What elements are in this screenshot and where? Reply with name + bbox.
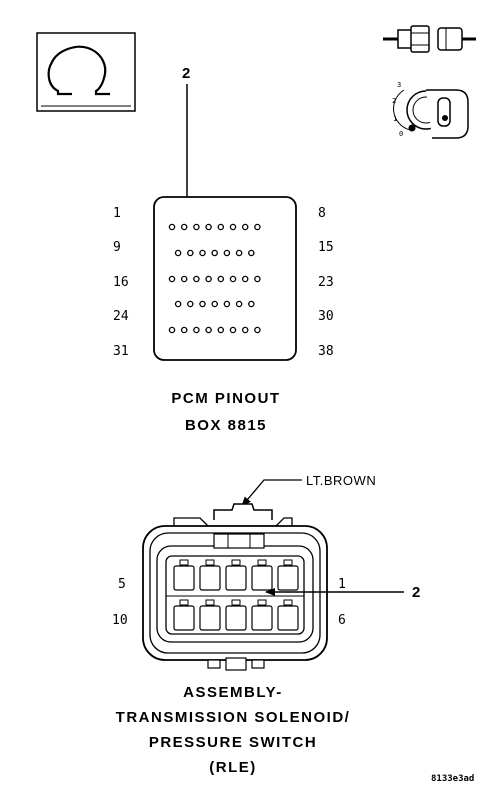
- pcm-pin: [248, 300, 255, 308]
- connector-cavity-latch: [283, 559, 293, 566]
- connector-cavity-latch: [179, 599, 189, 606]
- connector-cavity-latch: [205, 559, 215, 566]
- connector-pin-label-5: 5: [118, 577, 126, 592]
- ignition-position-2: 2: [392, 97, 396, 105]
- pcm-pin: [229, 275, 237, 283]
- connector-cavity-latch: [283, 599, 293, 606]
- connector-pin-label-1: 1: [338, 577, 346, 592]
- wire-color-label: LT.BROWN: [306, 473, 376, 488]
- pcm-row-label-right-5: 38: [318, 344, 334, 359]
- pcm-title-line2: BOX 8815: [185, 417, 267, 434]
- connector-cavity-latch: [179, 559, 189, 566]
- pcm-pin: [217, 223, 225, 231]
- pcm-pin: [193, 275, 200, 283]
- pcm-row-label-right-4: 30: [318, 309, 334, 324]
- pcm-row-label-left-2: 9: [113, 240, 121, 255]
- pcm-pin: [241, 326, 249, 334]
- pcm-pin: [180, 326, 188, 334]
- pcm-pin: [217, 326, 225, 334]
- solenoid-connector: [142, 503, 328, 671]
- pcm-pin: [168, 275, 176, 283]
- pcm-pin: [254, 275, 261, 283]
- pcm-row-label-right-1: 8: [318, 206, 326, 221]
- pcm-pin: [223, 249, 231, 257]
- pcm-pin: [229, 326, 237, 334]
- pcm-pin: [180, 275, 188, 283]
- connector-cavity: [225, 605, 247, 631]
- ohmmeter-icon: [36, 32, 136, 112]
- ignition-key-icon: 3 2 1 0: [392, 81, 469, 139]
- pcm-row-label-left-5: 31: [113, 344, 129, 359]
- connector-cavity: [199, 605, 221, 631]
- pcm-pin: [199, 249, 206, 257]
- connector-pin-label-10: 10: [112, 613, 128, 628]
- pcm-pin: [168, 223, 176, 231]
- connector-cavity-latch: [231, 559, 241, 566]
- pcm-pin: [248, 249, 255, 257]
- connector-cavity: [251, 565, 273, 591]
- pcm-row-label-left-1: 1: [113, 206, 121, 221]
- pcm-pin: [241, 223, 249, 231]
- pcm-pin: [229, 223, 237, 231]
- pcm-row-label-left-4: 24: [113, 309, 129, 324]
- pcm-pin: [205, 326, 212, 334]
- connector-disconnect-icon: [383, 25, 476, 53]
- connector-cavity: [277, 565, 299, 591]
- pcm-row-label-right-3: 23: [318, 275, 334, 290]
- pcm-pin: [180, 223, 188, 231]
- connector-title-line4: (RLE): [209, 759, 257, 776]
- pcm-pin: [205, 275, 212, 283]
- pcm-pin: [205, 223, 212, 231]
- pcm-pin: [193, 326, 200, 334]
- pcm-pin: [235, 249, 243, 257]
- pcm-pin: [193, 223, 200, 231]
- connector-title-line2: TRANSMISSION SOLENOID/: [116, 709, 351, 726]
- connector-cavity: [225, 565, 247, 591]
- pcm-pin: [235, 300, 243, 308]
- pcm-pin: [254, 223, 261, 231]
- ignition-position-3: 3: [397, 81, 401, 89]
- pcm-pinout-box: [153, 196, 297, 361]
- connector-cavity: [173, 605, 195, 631]
- pcm-row-label-left-3: 16: [113, 275, 129, 290]
- connector-cavity-latch: [257, 599, 267, 606]
- pcm-title-line1: PCM PINOUT: [171, 390, 280, 407]
- connector-cavity: [199, 565, 221, 591]
- pcm-pin: [211, 300, 218, 308]
- pcm-pin-grid: [168, 223, 261, 334]
- pcm-pin: [174, 249, 182, 257]
- connector-title-line3: PRESSURE SWITCH: [149, 734, 317, 751]
- figure-reference: 8133e3ad: [431, 774, 474, 784]
- pcm-pin: [174, 300, 182, 308]
- pcm-pin: [254, 326, 261, 334]
- connector-title-line1: ASSEMBLY-: [183, 684, 283, 701]
- pcm-pin: [223, 300, 231, 308]
- pcm-pin: [199, 300, 206, 308]
- connector-cavity: [173, 565, 195, 591]
- pcm-pin: [187, 300, 194, 308]
- connector-callout-number: 2: [412, 584, 420, 601]
- pcm-row-label-right-2: 15: [318, 240, 334, 255]
- pcm-pin: [217, 275, 225, 283]
- ignition-position-1: 1: [393, 115, 397, 123]
- pcm-pin: [187, 249, 194, 257]
- pcm-pin: [168, 326, 176, 334]
- pcm-pin: [241, 275, 249, 283]
- connector-pin-label-6: 6: [338, 613, 346, 628]
- wire-leader-arrow: [241, 479, 302, 507]
- connector-cavity: [277, 605, 299, 631]
- pcm-callout-number: 2: [182, 65, 190, 82]
- connector-cavity: [251, 605, 273, 631]
- ignition-position-0: 0: [399, 130, 403, 138]
- connector-cavity-latch: [205, 599, 215, 606]
- pcm-pin: [211, 249, 218, 257]
- connector-cavity-latch: [231, 599, 241, 606]
- connector-cavity-latch: [257, 559, 267, 566]
